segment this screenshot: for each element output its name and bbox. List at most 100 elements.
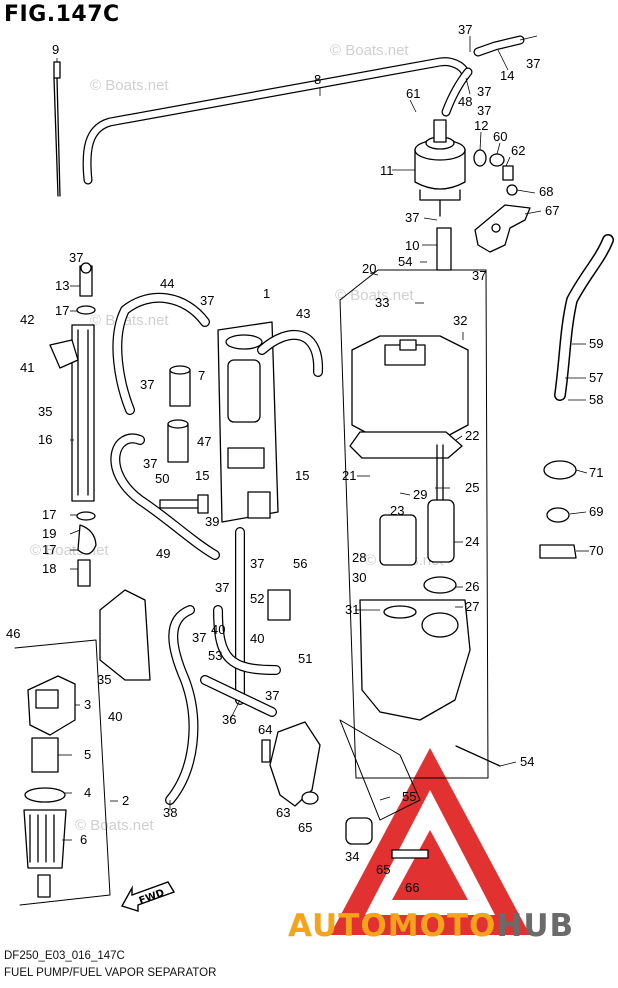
brand-text-secondary: HUB — [496, 908, 575, 944]
separator-bowl — [359, 599, 471, 721]
plate-55 — [339, 719, 421, 821]
part-52 — [267, 589, 291, 621]
callout-label: 37 — [69, 250, 83, 265]
callout-label: 28 — [352, 550, 366, 565]
callout-label: 22 — [465, 428, 479, 443]
callout-label: 37 — [526, 56, 540, 71]
callout-label: 43 — [296, 306, 310, 321]
callout-label: 63 — [276, 805, 290, 820]
callout-label: 56 — [293, 556, 307, 571]
callout-label: 48 — [458, 94, 472, 109]
callout-label: 25 — [465, 480, 479, 495]
callout-label: 7 — [198, 368, 205, 383]
callout-label: 15 — [295, 468, 309, 483]
part-68 — [506, 184, 518, 196]
pipe-10 — [436, 227, 452, 271]
callout-label: 35 — [97, 672, 111, 687]
callout-label: 37 — [405, 210, 419, 225]
brand-logo: AUTOMOTOHUB — [288, 908, 575, 944]
callout-label: 66 — [405, 880, 419, 895]
callout-label: 58 — [589, 392, 603, 407]
callout-label: 60 — [493, 129, 507, 144]
callout-label: 37 — [477, 103, 491, 118]
callout-label: 37 — [140, 377, 154, 392]
fwd-arrow-icon: FWD — [120, 881, 176, 912]
diagram-caption: FUEL PUMP/FUEL VAPOR SEPARATOR — [4, 967, 217, 979]
callout-label: 15 — [195, 468, 209, 483]
bolt-66 — [391, 849, 429, 859]
hose-53 — [213, 605, 281, 675]
callout-label: 42 — [20, 312, 34, 327]
watermark-text: © Boats.net — [330, 42, 409, 59]
diagram-code: DF250_E03_016_147C — [4, 950, 125, 962]
watermark-text: © Boats.net — [335, 287, 414, 304]
clamp-70 — [539, 544, 577, 559]
grommet-69 — [546, 507, 570, 523]
callout-label: 44 — [160, 276, 174, 291]
figure-title: FIG.147C — [4, 2, 120, 27]
callout-label: 35 — [38, 404, 52, 419]
callout-label: 26 — [465, 579, 479, 594]
bracket-frame-2 — [14, 639, 111, 906]
rod-54b — [455, 745, 501, 767]
clip-71 — [543, 460, 577, 480]
callout-label: 37 — [192, 630, 206, 645]
o-ring-4 — [24, 787, 66, 803]
part-26 — [423, 576, 457, 594]
callout-label: 17 — [42, 542, 56, 557]
callout-label: 17 — [42, 507, 56, 522]
pipe-47 — [167, 419, 189, 463]
callout-label: 3 — [84, 697, 91, 712]
bracket-16 — [49, 262, 97, 587]
callout-label: 37 — [265, 688, 279, 703]
callout-label: 37 — [472, 268, 486, 283]
callout-label: 55 — [402, 789, 416, 804]
part-64 — [261, 739, 271, 763]
part-60 — [489, 153, 505, 167]
watermark-text: © Boats.net — [90, 312, 169, 329]
callout-label: 62 — [511, 143, 525, 158]
callout-label: 37 — [458, 22, 472, 37]
watermark-text: © Boats.net — [90, 77, 169, 94]
logo-triangle — [330, 748, 530, 935]
callout-label: 57 — [589, 370, 603, 385]
part-62 — [502, 165, 514, 181]
callout-label: 61 — [406, 86, 420, 101]
pipe-7 — [169, 365, 191, 407]
callout-label: 4 — [84, 785, 91, 800]
callout-label: 65 — [376, 862, 390, 877]
callout-label: 54 — [398, 254, 412, 269]
callout-label: 49 — [156, 546, 170, 561]
pump-24 — [427, 444, 455, 563]
callout-label: 20 — [362, 261, 376, 276]
callout-label: 8 — [314, 72, 321, 87]
filter-element-5 — [31, 737, 59, 773]
callout-label: 2 — [122, 793, 129, 808]
callout-label: 33 — [375, 295, 389, 310]
callout-label: 27 — [465, 599, 479, 614]
callout-label: 30 — [352, 570, 366, 585]
callout-label: 46 — [6, 626, 20, 641]
callout-label: 34 — [345, 849, 359, 864]
callout-label: 52 — [250, 591, 264, 606]
callout-label: 54 — [520, 754, 534, 769]
callout-label: 37 — [200, 293, 214, 308]
callout-label: 37 — [215, 580, 229, 595]
callout-label: 36 — [222, 712, 236, 727]
leader-lines — [56, 35, 589, 841]
fuel-filter-11 — [414, 119, 466, 217]
callout-label: 32 — [453, 313, 467, 328]
callout-label: 29 — [413, 487, 427, 502]
callout-label: 50 — [155, 471, 169, 486]
callout-label: 31 — [345, 602, 359, 617]
callout-label: 24 — [465, 534, 479, 549]
callout-label: 12 — [474, 118, 488, 133]
callout-label: 17 — [55, 303, 69, 318]
bracket-67 — [474, 204, 531, 253]
callout-label: 39 — [205, 514, 219, 529]
callout-label: 65 — [298, 820, 312, 835]
callout-label: 19 — [42, 526, 56, 541]
callout-label: 10 — [405, 238, 419, 253]
callout-label: 1 — [263, 286, 270, 301]
